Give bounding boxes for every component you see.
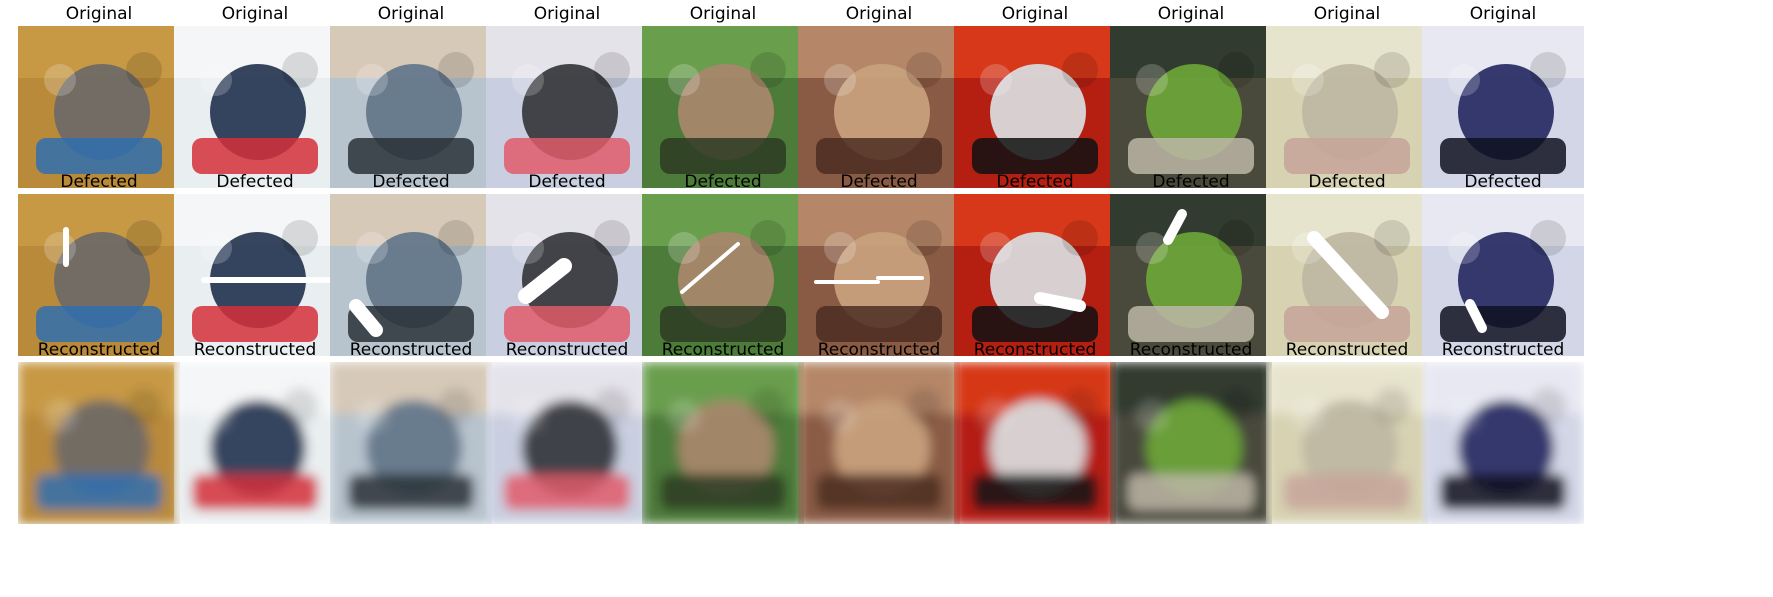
defected-svg-7 [954, 194, 1116, 356]
reconstructed-image-3 [330, 362, 492, 524]
defected-image-5 [642, 194, 804, 356]
reconstructed-title-6: Reconstructed [817, 340, 941, 360]
defected-title-7: Defected [996, 172, 1074, 192]
reconstructed-image-4 [486, 362, 648, 524]
original-title-9: Original [1313, 4, 1381, 24]
original-image-5 [642, 26, 804, 188]
reconstructed-title-2: Reconstructed [193, 340, 317, 360]
reconstructed-image-2 [174, 362, 336, 524]
defected-image-7 [954, 194, 1116, 356]
original-svg-9 [1266, 26, 1428, 188]
defect-stroke-5-1 [680, 242, 740, 294]
defected-svg-5 [642, 194, 804, 356]
reconstructed-svg-1 [18, 362, 180, 524]
defected-svg-8 [1110, 194, 1272, 356]
defected-svg-10 [1422, 194, 1584, 356]
reconstructed-svg-8 [1110, 362, 1272, 524]
defected-title-4: Defected [528, 172, 606, 192]
reconstructed-title-10: Reconstructed [1441, 340, 1565, 360]
reconstructed-image-1 [18, 362, 180, 524]
reconstructed-title-5: Reconstructed [661, 340, 785, 360]
reconstructed-svg-10 [1422, 362, 1584, 524]
original-title-6: Original [845, 4, 913, 24]
defect-stroke-7-1 [1034, 292, 1086, 312]
original-image-9 [1266, 26, 1428, 188]
reconstructed-title-7: Reconstructed [973, 340, 1097, 360]
defected-title-6: Defected [840, 172, 918, 192]
original-image-3 [330, 26, 492, 188]
defected-title-1: Defected [60, 172, 138, 192]
original-svg-2 [174, 26, 336, 188]
original-svg-10 [1422, 26, 1584, 188]
reconstructed-title-1: Reconstructed [37, 340, 161, 360]
reconstructed-image-6 [798, 362, 960, 524]
defected-svg-1 [18, 194, 180, 356]
original-svg-1 [18, 26, 180, 188]
original-title-1: Original [65, 4, 133, 24]
original-svg-8 [1110, 26, 1272, 188]
reconstructed-svg-6 [798, 362, 960, 524]
reconstructed-title-4: Reconstructed [505, 340, 629, 360]
original-title-3: Original [377, 4, 445, 24]
reconstructed-title-8: Reconstructed [1129, 340, 1253, 360]
original-svg-4 [486, 26, 648, 188]
original-title-2: Original [221, 4, 289, 24]
defected-image-3 [330, 194, 492, 356]
original-title-8: Original [1157, 4, 1225, 24]
reconstructed-image-8 [1110, 362, 1272, 524]
reconstructed-svg-2 [174, 362, 336, 524]
reconstructed-svg-4 [486, 362, 648, 524]
original-svg-7 [954, 26, 1116, 188]
defected-image-10 [1422, 194, 1584, 356]
reconstructed-image-10 [1422, 362, 1584, 524]
reconstructed-title-9: Reconstructed [1285, 340, 1409, 360]
defected-title-2: Defected [216, 172, 294, 192]
original-svg-5 [642, 26, 804, 188]
defected-image-6 [798, 194, 960, 356]
defect-stroke-4-1 [518, 258, 572, 304]
original-image-6 [798, 26, 960, 188]
original-image-8 [1110, 26, 1272, 188]
defected-svg-6 [798, 194, 960, 356]
defected-title-3: Defected [372, 172, 450, 192]
defected-title-9: Defected [1308, 172, 1386, 192]
reconstructed-svg-7 [954, 362, 1116, 524]
defect-stroke-3-1 [349, 299, 383, 337]
original-title-4: Original [533, 4, 601, 24]
reconstructed-svg-5 [642, 362, 804, 524]
defected-title-10: Defected [1464, 172, 1542, 192]
defected-title-5: Defected [684, 172, 762, 192]
defected-image-1 [18, 194, 180, 356]
defected-svg-3 [330, 194, 492, 356]
defected-image-4 [486, 194, 648, 356]
defect-stroke-8-1 [1163, 209, 1187, 245]
defected-svg-2 [174, 194, 336, 356]
original-image-7 [954, 26, 1116, 188]
original-image-2 [174, 26, 336, 188]
defected-image-2 [174, 194, 336, 356]
reconstructed-svg-9 [1266, 362, 1428, 524]
original-image-10 [1422, 26, 1584, 188]
original-title-7: Original [1001, 4, 1069, 24]
original-title-10: Original [1469, 4, 1537, 24]
reconstructed-title-3: Reconstructed [349, 340, 473, 360]
reconstructed-svg-3 [330, 362, 492, 524]
defected-image-8 [1110, 194, 1272, 356]
reconstructed-image-9 [1266, 362, 1428, 524]
original-title-5: Original [689, 4, 757, 24]
original-svg-6 [798, 26, 960, 188]
defected-image-9 [1266, 194, 1428, 356]
original-image-4 [486, 26, 648, 188]
reconstructed-image-7 [954, 362, 1116, 524]
defected-title-8: Defected [1152, 172, 1230, 192]
defected-svg-9 [1266, 194, 1428, 356]
original-svg-3 [330, 26, 492, 188]
defect-stroke-10-1 [1465, 299, 1487, 333]
defected-svg-4 [486, 194, 648, 356]
defect-stroke-9-1 [1307, 231, 1389, 319]
reconstructed-image-5 [642, 362, 804, 524]
original-image-1 [18, 26, 180, 188]
